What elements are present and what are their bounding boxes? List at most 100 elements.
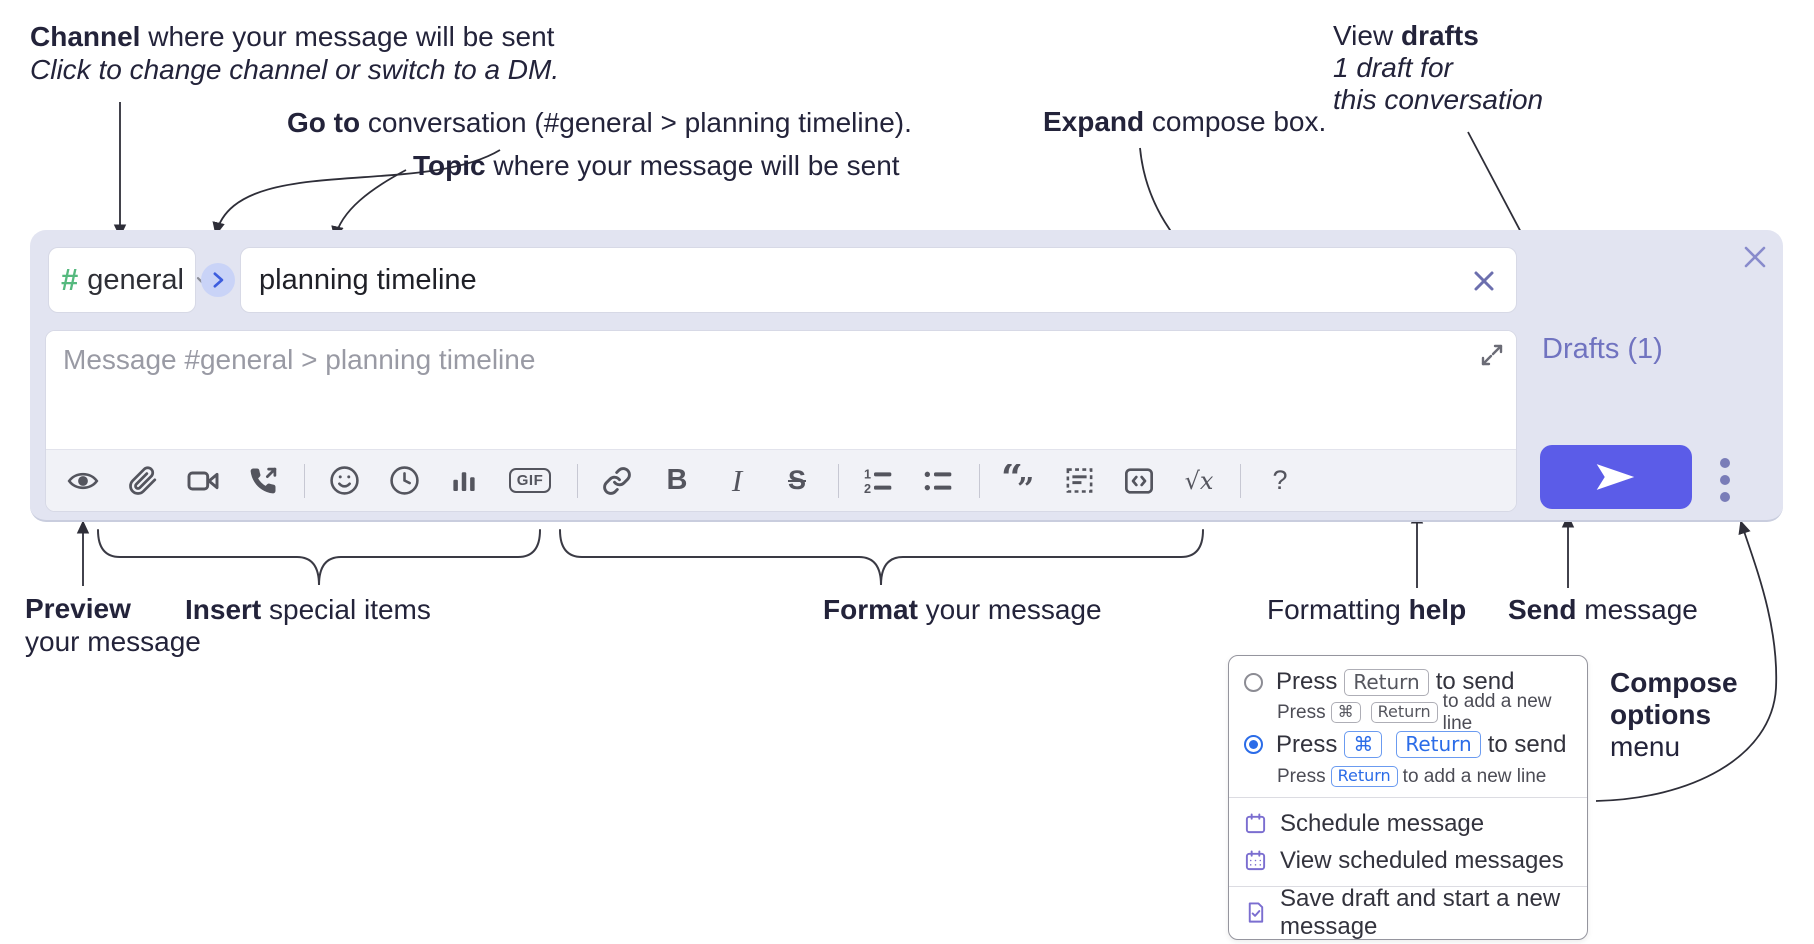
message-textarea-wrapper <box>46 331 1516 451</box>
gif-button[interactable]: GIF <box>501 458 559 504</box>
option-suffix: to send <box>1487 730 1567 758</box>
close-icon <box>1744 246 1766 268</box>
sub-prefix: Press <box>1277 765 1326 787</box>
option-return-subtext: Press ⌘ Return to add a new line <box>1229 691 1587 734</box>
clock-icon <box>389 466 419 495</box>
bulleted-list-icon <box>924 471 952 490</box>
strikethrough-button[interactable]: S <box>774 458 820 504</box>
go-to-conversation-button[interactable] <box>201 263 235 297</box>
radio-unselected-icon[interactable] <box>1244 672 1263 692</box>
view-drafts-bold: drafts <box>1400 20 1479 51</box>
save-draft-label: Save draft and start a new message <box>1280 884 1561 940</box>
return-key: Return <box>1396 731 1481 758</box>
ellipsis-dot <box>1720 458 1730 468</box>
video-call-button[interactable] <box>180 458 226 504</box>
draft-document-icon <box>1244 901 1267 924</box>
expand-note-bold: Expand <box>1043 106 1145 137</box>
send-icon <box>1596 464 1635 490</box>
view-drafts-line2: 1 draft for <box>1333 52 1453 83</box>
channel-note: Channel where your message will be sent … <box>30 20 559 86</box>
format-brace <box>559 529 1204 586</box>
formatting-help-lead: Formatting <box>1267 594 1409 625</box>
view-drafts-line3: this conversation <box>1333 84 1544 115</box>
preview-button[interactable] <box>60 458 106 504</box>
channel-note-bold: Channel <box>30 21 141 52</box>
schedule-message-label: Schedule message <box>1280 809 1485 837</box>
cmd-key: ⌘ <box>1344 731 1383 758</box>
spoiler-button[interactable] <box>1056 458 1102 504</box>
option-suffix: to send <box>1435 668 1515 695</box>
code-button[interactable] <box>1116 458 1162 504</box>
quote-icon: “ ” <box>1001 464 1034 498</box>
option-cmd-return-to-send[interactable]: Press ⌘ Return to send <box>1229 726 1587 763</box>
sub-suffix: to add a new line <box>1442 690 1552 734</box>
option-return-to-send[interactable]: Press Return to send <box>1229 665 1587 699</box>
channel-selector[interactable]: # general <box>48 247 211 313</box>
svg-text:“: “ <box>1001 464 1023 498</box>
insert-note-bold: Insert <box>185 594 262 625</box>
ellipsis-dot <box>1720 492 1730 502</box>
compose-options-note: Compose options menu <box>1610 667 1738 763</box>
numbered-list-button[interactable]: 1 2 <box>855 458 901 504</box>
sub-suffix: to add a new line <box>1402 765 1547 787</box>
message-formatting-help-button[interactable]: ? <box>1257 458 1303 504</box>
emoji-button[interactable] <box>321 458 367 504</box>
link-button[interactable] <box>594 458 640 504</box>
toolbar-divider <box>979 463 980 498</box>
preview-note-line2: your message <box>25 626 201 657</box>
preview-note: Preview your message <box>25 592 201 658</box>
voice-call-button[interactable] <box>240 458 286 504</box>
ellipsis-dot <box>1720 475 1730 485</box>
option-prefix: Press <box>1276 668 1338 695</box>
smiley-icon <box>329 466 359 495</box>
schedule-message-item[interactable]: Schedule message <box>1229 805 1587 842</box>
send-button[interactable] <box>1540 445 1692 509</box>
expand-compose-button[interactable] <box>1479 342 1505 368</box>
insert-note: Insert special items <box>185 593 431 626</box>
channel-hash-icon: # <box>61 262 79 297</box>
gif-icon: GIF <box>508 468 552 493</box>
topic-input[interactable] <box>241 248 1516 312</box>
bold-button[interactable]: B <box>654 458 700 504</box>
compose-options-menu: Press Return to send Press ⌘ Return to a… <box>1228 655 1588 940</box>
italic-button[interactable]: I <box>714 458 760 504</box>
save-draft-item[interactable]: Save draft and start a new message <box>1229 885 1587 940</box>
drafts-link[interactable]: Drafts (1) <box>1542 333 1663 365</box>
preview-note-bold: Preview <box>25 593 131 624</box>
quote-button[interactable]: “ ” <box>996 458 1042 504</box>
menu-divider <box>1229 886 1587 887</box>
view-drafts-lead: View <box>1333 20 1401 51</box>
message-input[interactable] <box>46 331 1516 451</box>
format-note-bold: Format <box>823 594 918 625</box>
toolbar-divider <box>304 463 305 498</box>
close-compose-button[interactable] <box>1740 242 1770 272</box>
insert-brace <box>97 529 541 586</box>
toolbar-divider <box>838 463 839 498</box>
bulleted-list-button[interactable] <box>915 458 961 504</box>
formatting-help-note: Formatting help <box>1267 593 1466 626</box>
channel-note-sub: Click to change channel or switch to a D… <box>30 54 560 85</box>
math-button[interactable]: √x <box>1176 458 1222 504</box>
sub-prefix: Press <box>1277 701 1326 723</box>
topic-clear-button[interactable] <box>1470 267 1498 295</box>
radio-selected-icon[interactable] <box>1244 735 1263 754</box>
compose-toolbar: GIF B I S 1 2 <box>46 449 1516 511</box>
close-icon <box>1474 271 1494 291</box>
svg-text:1: 1 <box>864 467 871 481</box>
menu-divider <box>1229 797 1587 798</box>
view-scheduled-messages-item[interactable]: View scheduled messages <box>1229 842 1587 879</box>
topic-field-wrapper <box>240 247 1517 313</box>
compose-options-menu-button[interactable] <box>1710 449 1740 511</box>
goto-note-bold: Go to <box>287 107 361 138</box>
poll-button[interactable] <box>441 458 487 504</box>
italic-icon: I <box>731 462 743 498</box>
goto-note-rest: conversation (#general > planning timeli… <box>360 107 912 138</box>
svg-text:”: ” <box>1017 472 1034 498</box>
channel-note-rest: where your message will be sent <box>140 21 555 52</box>
phone-outgoing-icon <box>250 467 277 493</box>
expand-icon <box>1481 344 1503 366</box>
schedule-time-button[interactable] <box>381 458 427 504</box>
compose-box: # general <box>30 230 1783 522</box>
attach-file-button[interactable] <box>120 458 166 504</box>
